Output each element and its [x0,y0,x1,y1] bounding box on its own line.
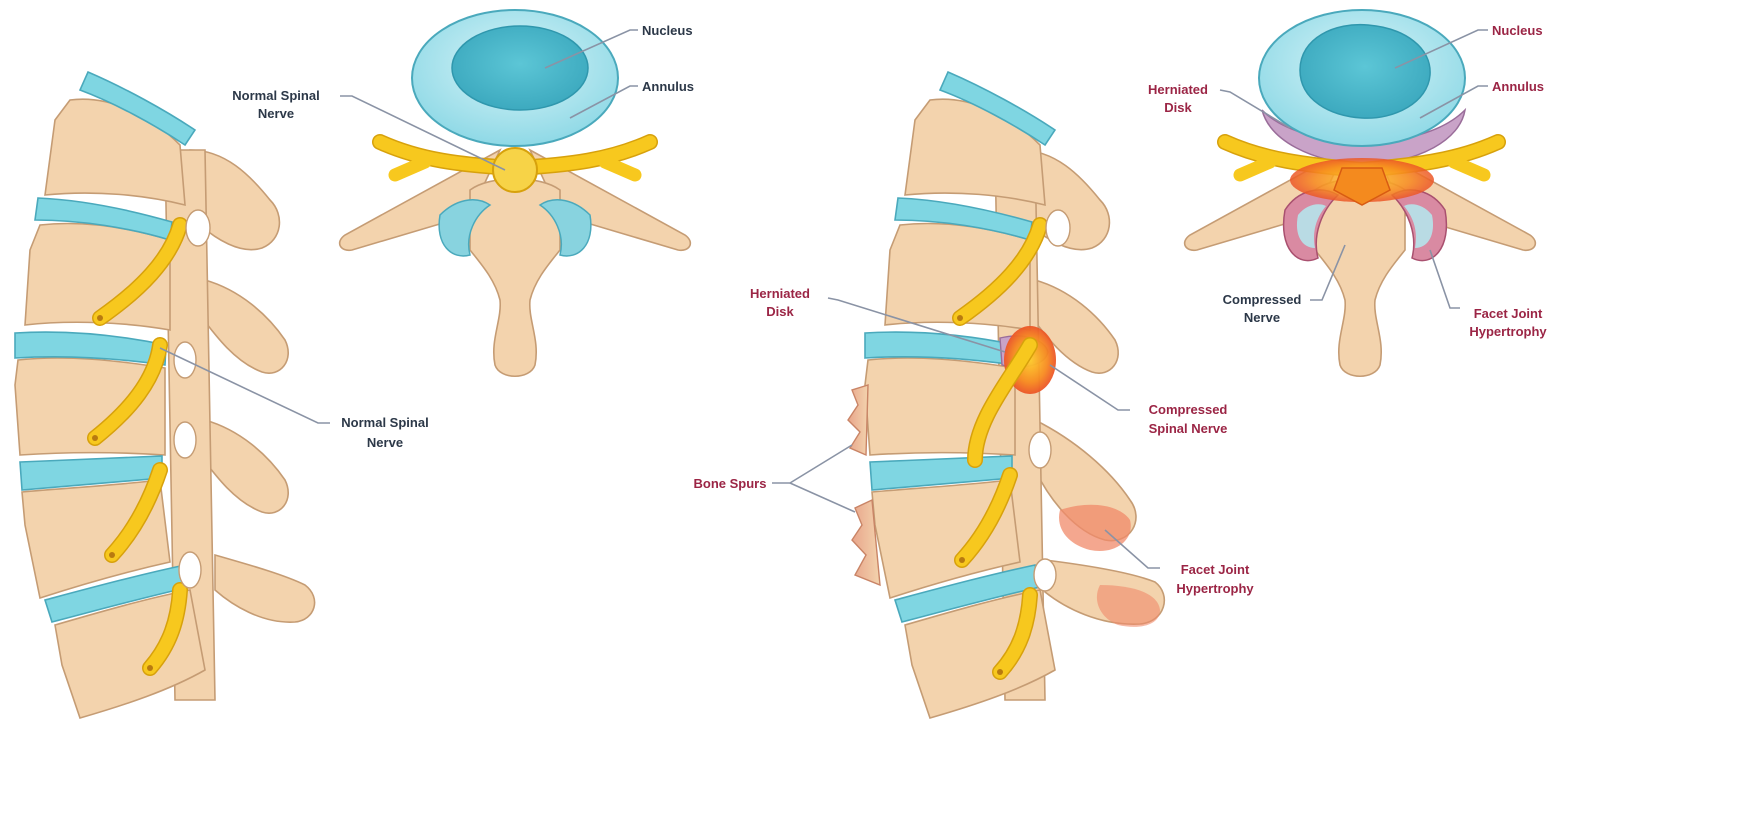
label-normal-annulus: Annulus [642,79,694,94]
label-normal-top-nerve-line2: Nerve [258,106,294,121]
pathology-nucleus [1300,25,1430,119]
label-path-side-compressed-line1: Compressed [1149,402,1228,417]
label-path-top-herniated-line1: Herniated [1148,82,1208,97]
label-path-top-facet-line1: Facet Joint [1474,306,1543,321]
label-path-nucleus: Nucleus [1492,23,1543,38]
label-normal-top-nerve-line1: Normal Spinal [232,88,319,103]
normal-side-spine [15,72,315,718]
normal-spinal-cord [493,148,537,192]
label-path-side-herniated-line1: Herniated [750,286,810,301]
normal-top-vertebra [340,10,691,376]
label-path-top-compressed-line1: Compressed [1223,292,1302,307]
label-path-top-herniated-line2: Disk [1164,100,1192,115]
label-path-bone-spurs: Bone Spurs [694,476,767,491]
pathology-side-spine [848,72,1164,718]
label-path-top-facet-line2: Hypertrophy [1469,324,1547,339]
label-path-side-herniated-line2: Disk [766,304,794,319]
label-normal-side-nerve-line1: Normal Spinal [341,415,428,430]
bone-spur-upper [848,385,868,455]
label-path-side-facet-line1: Facet Joint [1181,562,1250,577]
label-normal-side-nerve-line2: Nerve [367,435,403,450]
label-path-annulus: Annulus [1492,79,1544,94]
label-path-top-compressed-line2: Nerve [1244,310,1280,325]
pathology-top-vertebra [1185,10,1536,376]
label-path-side-compressed-line2: Spinal Nerve [1149,421,1228,436]
label-normal-nucleus: Nucleus [642,23,693,38]
normal-nucleus [452,26,588,110]
label-path-side-facet-line2: Hypertrophy [1176,581,1254,596]
